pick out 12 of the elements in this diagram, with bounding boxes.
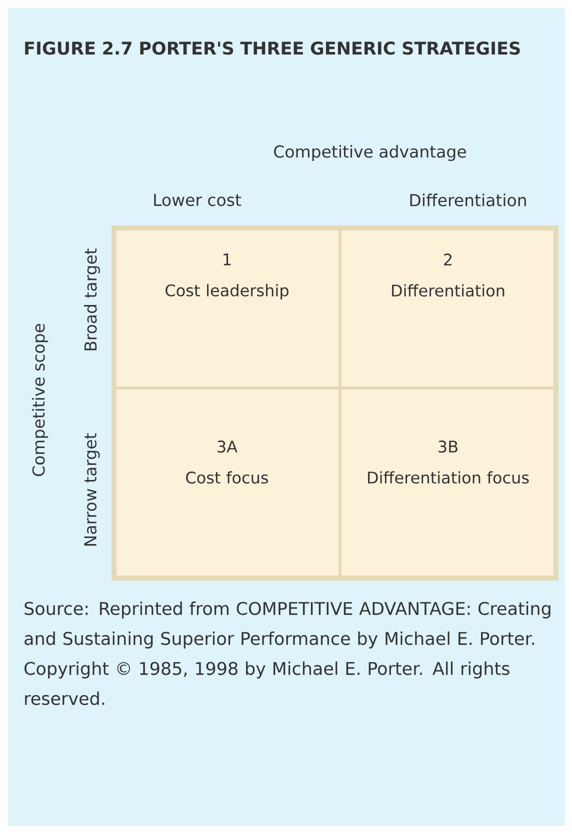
strategy-cell: 1 Cost leadership <box>166 254 288 300</box>
axis-label: Competitive scope <box>32 324 48 476</box>
axis-label: Narrow target <box>84 433 100 546</box>
axis-label: Lower cost <box>154 194 242 206</box>
axis-label: Differentiation <box>410 194 526 206</box>
strategy-cell: 2 Differentiation <box>392 254 504 297</box>
axis-label: Competitive advantage <box>274 145 466 161</box>
figure-title: FIGURE 2.7 PORTER'S THREE GENERIC STRATEGIES <box>25 42 520 55</box>
strategy-cell: 3A Cost focus <box>186 440 268 484</box>
axis-label: Broad target <box>84 248 100 350</box>
source-note: Source: Reprinted from COMPETITIVE ADVANTAGE: Creating and Sustaining Superior Performance by Michael E. Porter. Copyright © 1985, 1998 by Michael E. Porter. All rights reserved. <box>24 602 550 706</box>
strategy-cell: 3B Differentiation focus <box>368 440 529 484</box>
